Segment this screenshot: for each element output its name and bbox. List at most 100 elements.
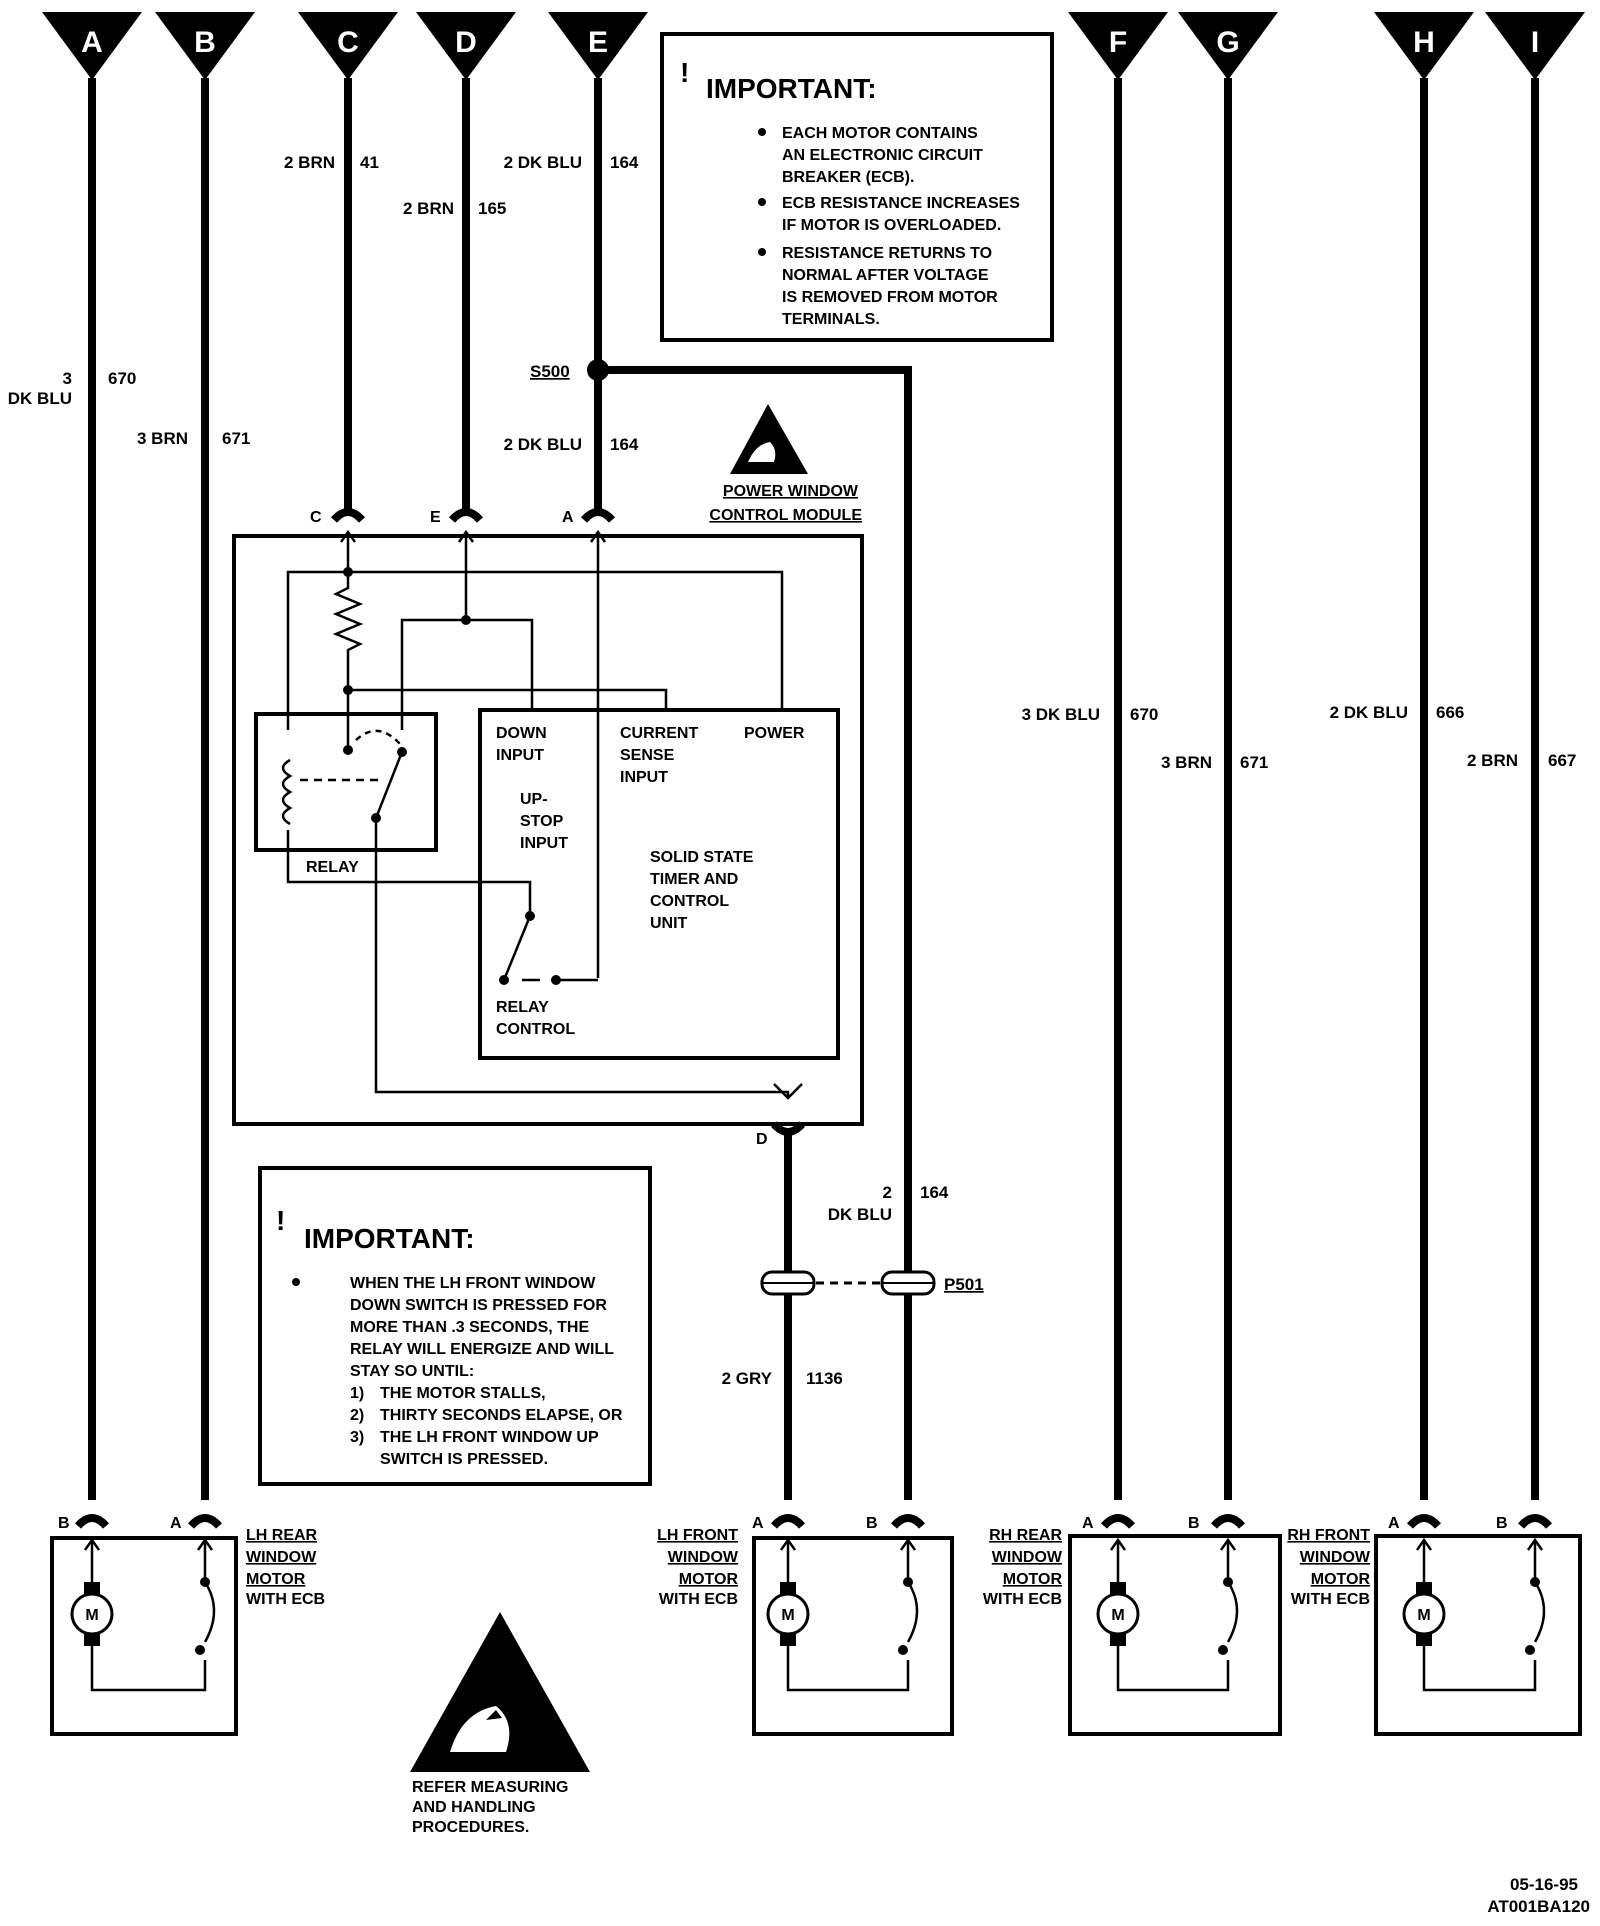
wire-f-color: 3 DK BLU bbox=[1022, 705, 1100, 724]
module-terminal-a: A bbox=[562, 508, 616, 526]
motor-label: WINDOW bbox=[246, 1549, 317, 1566]
esd-warning-icon-small bbox=[730, 404, 808, 474]
wire-i-number: 667 bbox=[1548, 751, 1576, 770]
wire-e-branch bbox=[598, 366, 912, 1500]
important-top-title: IMPORTANT: bbox=[706, 73, 877, 104]
motor-terminal-label: A bbox=[1082, 1515, 1094, 1532]
important-top-line: IS REMOVED FROM MOTOR bbox=[782, 289, 998, 306]
wire-gry-number: 1136 bbox=[806, 1369, 843, 1388]
connector-c: C bbox=[298, 12, 398, 80]
connector-p501: P501 bbox=[760, 1270, 984, 1296]
wire-c-number: 41 bbox=[360, 153, 379, 172]
connector-f-label: F bbox=[1109, 26, 1127, 59]
solid-state-label: CONTROL bbox=[650, 893, 729, 910]
esd-warning-icon bbox=[410, 1612, 590, 1772]
motor-icon bbox=[1402, 1592, 1446, 1636]
connector-g: G bbox=[1178, 12, 1278, 80]
up-stop-label: INPUT bbox=[520, 835, 568, 852]
footer-date: 05-16-95 bbox=[1510, 1875, 1578, 1894]
important-bottom-item: SWITCH IS PRESSED. bbox=[380, 1451, 548, 1468]
wire-c-color: 2 BRN bbox=[284, 153, 335, 172]
connector-a-label: A bbox=[81, 26, 103, 59]
connector-g-label: G bbox=[1216, 26, 1239, 59]
wire-h-number: 666 bbox=[1436, 703, 1464, 722]
connector-c-label: C bbox=[337, 26, 359, 59]
important-top-line: NORMAL AFTER VOLTAGE bbox=[782, 267, 989, 284]
esd-note-line: PROCEDURES. bbox=[412, 1819, 529, 1836]
important-bottom-line: WHEN THE LH FRONT WINDOW bbox=[350, 1275, 596, 1292]
important-note-top: ! IMPORTANT: EACH MOTOR CONTAINS AN ELEC… bbox=[660, 32, 1054, 342]
wire-a-number: 670 bbox=[108, 369, 136, 388]
motor-terminal-label: B bbox=[1496, 1515, 1508, 1532]
rh-rear-window-motor: A B M RH REAR WINDOW MOTOR WITH ECB bbox=[983, 1514, 1282, 1736]
connector-a: A bbox=[42, 12, 142, 80]
important-bottom-item-num: 2) bbox=[350, 1407, 364, 1424]
wire-d-number: 165 bbox=[478, 199, 506, 218]
connector-e-label: E bbox=[588, 26, 608, 59]
motor-label: RH FRONT bbox=[1287, 1527, 1370, 1544]
relay-label: RELAY bbox=[306, 859, 359, 876]
wire-b-color: 3 BRN bbox=[137, 429, 188, 448]
wire-d-color: 2 BRN bbox=[403, 199, 454, 218]
motor-terminal-label: A bbox=[1388, 1515, 1400, 1532]
motor-label: LH FRONT bbox=[657, 1527, 738, 1544]
module-title-line1: POWER WINDOW bbox=[723, 483, 859, 500]
motor-m-label: M bbox=[1417, 1607, 1430, 1624]
motor-terminal-label: B bbox=[1188, 1515, 1200, 1532]
motor-m-label: M bbox=[1111, 1607, 1124, 1624]
wire-p501-number: 164 bbox=[920, 1183, 949, 1202]
module-title-line2: CONTROL MODULE bbox=[709, 507, 862, 524]
motor-sub-label: WITH ECB bbox=[659, 1591, 738, 1608]
important-bottom-item: THE LH FRONT WINDOW UP bbox=[380, 1429, 599, 1446]
wire-g-color: 3 BRN bbox=[1161, 753, 1212, 772]
relay-coil bbox=[281, 758, 293, 826]
important-bottom-line: MORE THAN .3 SECONDS, THE bbox=[350, 1319, 589, 1336]
motor-label: MOTOR bbox=[679, 1571, 739, 1588]
important-note-bottom: ! IMPORTANT: WHEN THE LH FRONT WINDOW DO… bbox=[258, 1166, 652, 1486]
motor-label: MOTOR bbox=[246, 1571, 306, 1588]
solid-state-label: UNIT bbox=[650, 915, 688, 932]
important-top-exclaim: ! bbox=[680, 57, 689, 88]
motor-terminal-label: B bbox=[58, 1515, 70, 1532]
lh-front-window-motor: A B M LH FRONT WINDOW MOTOR WITH ECB bbox=[657, 1514, 954, 1736]
wire-g-number: 671 bbox=[1240, 753, 1268, 772]
motor-m-label: M bbox=[85, 1607, 98, 1624]
motor-icon bbox=[766, 1592, 810, 1636]
motor-icon bbox=[70, 1592, 114, 1636]
module-terminal-d-label: D bbox=[756, 1131, 768, 1148]
important-top-line: ECB RESISTANCE INCREASES bbox=[782, 195, 1020, 212]
wire-f-number: 670 bbox=[1130, 705, 1158, 724]
important-bottom-title: IMPORTANT: bbox=[304, 1223, 475, 1254]
motor-sub-label: WITH ECB bbox=[246, 1591, 325, 1608]
important-top-line: IF MOTOR IS OVERLOADED. bbox=[782, 217, 1001, 234]
wire-a-gauge: 3 bbox=[63, 369, 72, 388]
motor-label: WINDOW bbox=[992, 1549, 1063, 1566]
down-input-label: INPUT bbox=[496, 747, 544, 764]
module-terminal-c-label: C bbox=[310, 509, 322, 526]
solid-state-unit-box bbox=[478, 708, 840, 1060]
wire-e-lower-color: 2 DK BLU bbox=[504, 435, 582, 454]
motor-terminal-label: A bbox=[752, 1515, 764, 1532]
motor-label: MOTOR bbox=[1003, 1571, 1063, 1588]
power-window-control-module bbox=[232, 534, 864, 1126]
wire-e-number: 164 bbox=[610, 153, 639, 172]
up-stop-label: STOP bbox=[520, 813, 564, 830]
important-bottom-item: THIRTY SECONDS ELAPSE, OR bbox=[380, 1407, 623, 1424]
motor-label: RH REAR bbox=[989, 1527, 1062, 1544]
wire-a-color: DK BLU bbox=[8, 389, 72, 408]
motor-terminal-label: A bbox=[170, 1515, 182, 1532]
esd-note-line: REFER MEASURING bbox=[412, 1779, 568, 1796]
connector-d-label: D bbox=[455, 26, 477, 59]
important-top-line: AN ELECTRONIC CIRCUIT bbox=[782, 147, 983, 164]
important-bottom-item-num: 3) bbox=[350, 1429, 364, 1446]
wire-h-color: 2 DK BLU bbox=[1330, 703, 1408, 722]
module-terminal-a-label: A bbox=[562, 509, 574, 526]
important-bottom-exclaim: ! bbox=[276, 1205, 285, 1236]
wire-p501-color: DK BLU bbox=[828, 1205, 892, 1224]
important-bottom-item: THE MOTOR STALLS, bbox=[380, 1385, 546, 1402]
connector-i-label: I bbox=[1531, 26, 1539, 59]
important-top-line: BREAKER (ECB). bbox=[782, 169, 914, 186]
important-top-line: EACH MOTOR CONTAINS bbox=[782, 125, 978, 142]
power-feed-line bbox=[286, 570, 784, 730]
